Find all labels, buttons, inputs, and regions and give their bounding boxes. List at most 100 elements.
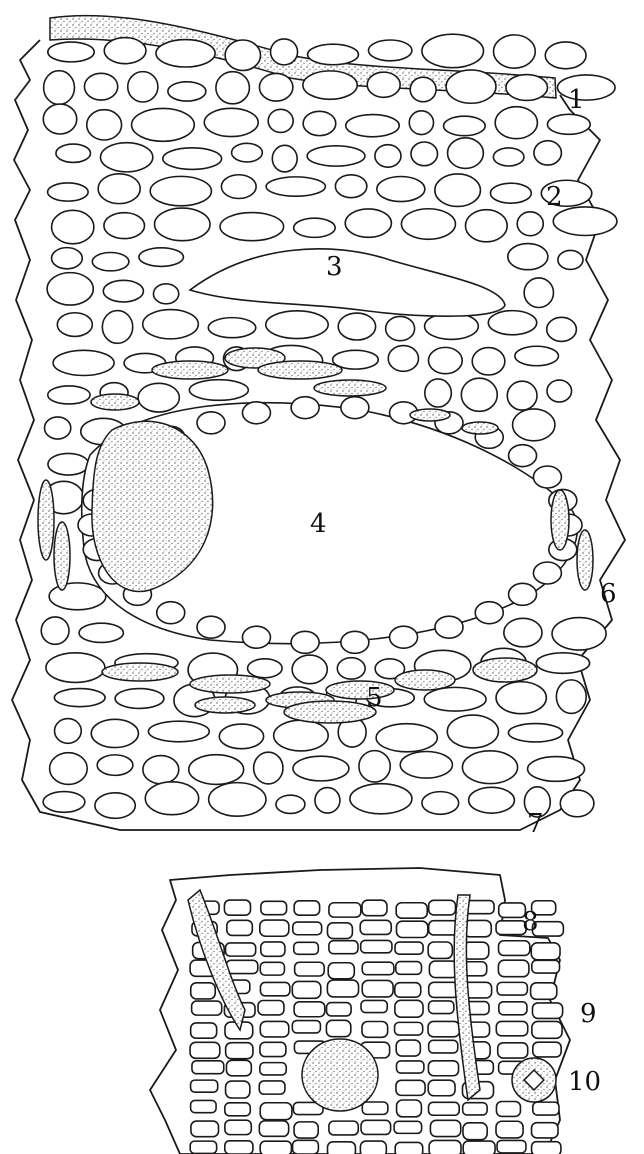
parenchyma-cell [48,183,89,201]
fibre-cell [395,670,455,690]
grid-cell [260,1141,291,1154]
grid-cell [191,1100,216,1112]
fibre-cell [410,409,450,421]
fibre-cell [551,490,569,550]
grid-cell [294,1122,318,1138]
grid-cell [496,1021,527,1035]
grid-cell [429,961,457,977]
fibre-cell [195,697,255,713]
parenchyma-cell [545,42,586,69]
parenchyma-cell [46,653,105,683]
parenchyma-cell [401,209,455,240]
epithelial-cell [509,445,537,467]
grid-cell [532,1003,562,1019]
grid-cell [191,1121,219,1137]
parenchyma-cell [220,213,284,241]
parenchyma-cell [495,107,537,139]
parenchyma-cell [259,73,292,101]
grid-cell [191,1080,218,1092]
upper-section [12,16,625,830]
parenchyma-cell [103,280,143,302]
parenchyma-cell [204,108,258,136]
label-8: 8 [522,907,539,937]
parenchyma-cell [49,583,106,610]
grid-cell [362,962,394,974]
grid-cell [190,1141,216,1153]
label-6: 6 [600,579,617,609]
parenchyma-cell [271,39,298,65]
parenchyma-cell [153,284,178,304]
parenchyma-cell [507,381,537,410]
parenchyma-cell [52,248,83,269]
parenchyma-cell [47,273,93,305]
grid-cell [260,1063,286,1075]
grid-cell [258,1001,284,1015]
epithelial-cell [291,397,319,419]
parenchyma-cell [276,795,305,813]
grid-cell [498,1043,528,1058]
parenchyma-cell [44,71,75,105]
epithelial-cell [242,626,270,648]
grid-cell [531,943,560,960]
grid-cell [532,1021,562,1038]
grid-cell [225,1120,251,1134]
grid-cell [396,903,427,918]
grid-cell [533,1102,559,1115]
druse-cell [302,1039,378,1111]
parenchyma-cell [469,787,515,813]
fibre-cell [102,663,178,681]
parenchyma-cell [557,75,615,100]
grid-cell [395,1022,423,1035]
grid-cell [361,1000,387,1012]
parenchyma-cell [508,244,548,270]
parenchyma-cell [386,316,415,340]
parenchyma-cell [435,174,481,206]
grid-cell [326,1020,350,1036]
grid-cell [295,962,325,976]
parenchyma-cell [145,782,198,815]
parenchyma-cell [552,618,606,651]
parenchyma-cell [315,788,340,814]
grid-cell [499,941,530,956]
grid-cell [260,962,284,975]
parenchyma-cell [409,111,433,135]
parenchyma-cell [560,790,594,817]
grid-cell [394,1121,422,1133]
grid-cell [261,942,285,956]
parenchyma-cell [410,77,436,102]
label-4: 4 [310,509,327,539]
grid-cell [429,1001,454,1014]
grid-cell [362,1021,388,1037]
parenchyma-cell [168,82,206,101]
grid-cell [292,981,320,998]
grid-cell [532,1142,561,1154]
parenchyma-cell [528,757,585,782]
fibre-cell [577,530,593,590]
grid-cell [532,1123,558,1138]
grid-cell [224,900,250,915]
grid-cell [293,922,322,935]
grid-cell [294,1002,325,1017]
parenchyma-cell [266,177,325,196]
parenchyma-cell [101,143,153,172]
parenchyma-cell [338,313,375,340]
grid-cell [327,1003,352,1016]
grid-cell [428,1080,455,1096]
grid-cell [496,1121,523,1138]
grid-cell [327,923,352,939]
grid-cell [395,1142,423,1154]
parenchyma-cell [87,110,122,140]
fibre-cell [473,658,537,682]
grid-cell [397,1100,422,1117]
parenchyma-cell [143,310,199,339]
grid-cell [430,1120,460,1136]
parenchyma-cell [359,751,390,782]
parenchyma-cell [128,72,158,102]
grid-cell [294,942,319,954]
parenchyma-cell [79,623,123,642]
label-1: 1 [568,85,585,115]
parenchyma-cell [115,689,164,709]
grid-cell [395,983,421,998]
parenchyma-cell [303,111,336,135]
parenchyma-cell [155,208,210,241]
